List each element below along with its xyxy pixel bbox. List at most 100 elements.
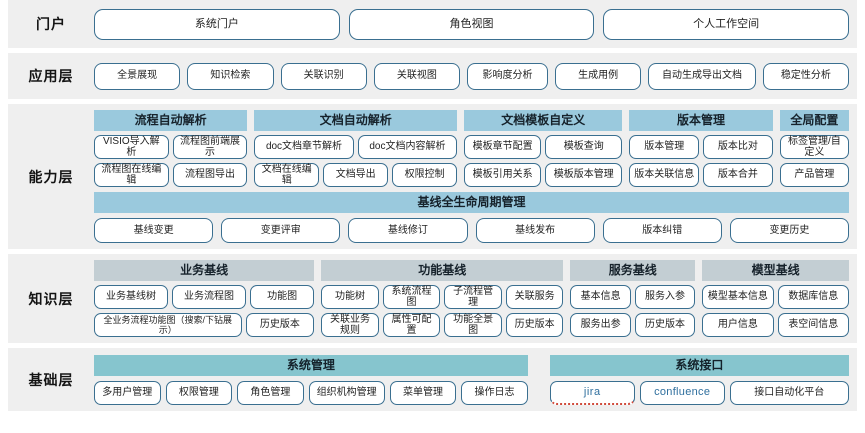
capability-item-1-1-2[interactable]: 权限控制 (392, 163, 458, 187)
knowledge-item-0-0-1[interactable]: 业务流程图 (172, 285, 247, 309)
capability-group-rows-4: 标签管理/自定义产品管理 (779, 135, 849, 187)
layer-label-knowledge: 知识层 (28, 290, 74, 307)
capability-group-header-4: 全局配置 (779, 110, 849, 131)
application-item-0[interactable]: 全景展现 (94, 62, 181, 90)
capability-item-3-1-1[interactable]: 版本合并 (703, 163, 773, 187)
knowledge-item-1-1-1[interactable]: 属性可配置 (382, 313, 441, 337)
knowledge-group-list: 业务基线业务基线树业务流程图功能图全业务流程功能图（搜索/下钻展示）历史版本功能… (94, 260, 850, 337)
foundation-item-system-management-0[interactable]: 多用户管理 (94, 380, 161, 405)
foundation-item-system-management-4[interactable]: 菜单管理 (389, 380, 457, 405)
layer-label-capability: 能力层 (28, 168, 74, 185)
capability-group-header-2: 文档模板自定义 (464, 110, 623, 131)
capability-row-2-0: 模板章节配置模板查询 (464, 135, 623, 159)
lifecycle-item-4[interactable]: 版本纠错 (602, 218, 722, 243)
layer-body-knowledge: 业务基线业务基线树业务流程图功能图全业务流程功能图（搜索/下钻展示）历史版本功能… (94, 254, 857, 343)
knowledge-item-1-0-1[interactable]: 系统流程图 (382, 285, 441, 309)
layer-knowledge: 知识层 业务基线业务基线树业务流程图功能图全业务流程功能图（搜索/下钻展示）历史… (8, 254, 857, 343)
capability-item-3-0-1[interactable]: 版本比对 (703, 135, 773, 159)
application-item-5[interactable]: 生成用例 (555, 62, 642, 90)
knowledge-group-header-0: 业务基线 (94, 260, 315, 281)
lifecycle-item-5[interactable]: 变更历史 (729, 218, 850, 243)
capability-item-0-1-0[interactable]: 流程图在线编辑 (94, 163, 169, 187)
portal-item-list: 系统门户角色视图个人工作空间 (94, 6, 850, 42)
lifecycle-item-1[interactable]: 变更评审 (221, 218, 341, 243)
capability-item-2-0-1[interactable]: 模板查询 (545, 135, 623, 159)
capability-item-1-1-0[interactable]: 文档在线编辑 (254, 163, 320, 187)
knowledge-item-2-0-0[interactable]: 基本信息 (570, 285, 631, 309)
knowledge-group-rows-1: 功能树系统流程图子流程管理关联服务关联业务规则属性可配置功能全景图历史版本 (321, 285, 564, 337)
foundation-item-system-management-2[interactable]: 角色管理 (237, 380, 304, 405)
capability-item-2-1-0[interactable]: 模板引用关系 (464, 163, 542, 187)
knowledge-group-rows-0: 业务基线树业务流程图功能图全业务流程功能图（搜索/下钻展示）历史版本 (94, 285, 315, 337)
foundation-item-jira[interactable]: jira (549, 380, 635, 405)
knowledge-row-1-0: 功能树系统流程图子流程管理关联服务 (321, 285, 564, 309)
foundation-item-system-management-5[interactable]: 操作日志 (461, 380, 528, 405)
capability-item-4-0-0[interactable]: 标签管理/自定义 (779, 135, 849, 159)
capability-item-3-0-0[interactable]: 版本管理 (629, 135, 700, 159)
capability-item-3-1-0[interactable]: 版本关联信息 (629, 163, 700, 187)
knowledge-item-3-1-1[interactable]: 表空间信息 (777, 313, 850, 337)
knowledge-item-1-0-2[interactable]: 子流程管理 (444, 285, 502, 309)
application-item-6[interactable]: 自动生成导出文档 (648, 62, 756, 90)
capability-item-1-0-1[interactable]: doc文档内容解析 (357, 135, 458, 159)
foundation-item-system-management-1[interactable]: 权限管理 (165, 380, 233, 405)
capability-row-0-1: 流程图在线编辑流程图导出 (94, 163, 248, 187)
application-item-4[interactable]: 影响度分析 (467, 62, 549, 90)
knowledge-item-1-0-0[interactable]: 功能树 (321, 285, 379, 309)
knowledge-item-3-0-1[interactable]: 数据库信息 (777, 285, 850, 309)
portal-item-2[interactable]: 个人工作空间 (603, 8, 850, 40)
lifecycle-item-2[interactable]: 基线修订 (348, 218, 468, 243)
knowledge-item-3-0-0[interactable]: 模型基本信息 (702, 285, 774, 309)
lifecycle-block: 基线全生命周期管理 基线变更变更评审基线修订基线发布版本纠错变更历史 (94, 192, 850, 243)
knowledge-item-2-1-1[interactable]: 历史版本 (634, 313, 696, 337)
knowledge-item-3-1-0[interactable]: 用户信息 (702, 313, 774, 337)
knowledge-item-1-1-2[interactable]: 功能全景图 (444, 313, 502, 337)
capability-item-1-0-0[interactable]: doc文档章节解析 (254, 135, 354, 159)
capability-row-4-0: 标签管理/自定义 (779, 135, 849, 159)
capability-item-1-1-1[interactable]: 文档导出 (323, 163, 389, 187)
capability-group-4: 全局配置标签管理/自定义产品管理 (779, 110, 849, 187)
application-item-2[interactable]: 关联识别 (280, 62, 367, 90)
knowledge-group-3: 模型基线模型基本信息数据库信息用户信息表空间信息 (702, 260, 850, 337)
foundation-item-system-management-3[interactable]: 组织机构管理 (308, 380, 385, 405)
capability-item-0-0-0[interactable]: VISIO导入解析 (94, 135, 169, 159)
application-item-3[interactable]: 关联视图 (373, 62, 461, 90)
capability-group-rows-0: VISIO导入解析流程图前端展示流程图在线编辑流程图导出 (94, 135, 248, 187)
portal-item-0[interactable]: 系统门户 (94, 8, 340, 40)
knowledge-item-2-1-0[interactable]: 服务出参 (570, 313, 631, 337)
layer-label-portal: 门户 (36, 16, 66, 32)
capability-item-4-1-0[interactable]: 产品管理 (779, 163, 849, 187)
capability-item-2-0-0[interactable]: 模板章节配置 (464, 135, 542, 159)
foundation-item-confluence[interactable]: confluence (639, 380, 725, 405)
capability-group-header-1: 文档自动解析 (254, 110, 458, 131)
foundation-item-system-interface-2[interactable]: 接口自动化平台 (729, 380, 849, 405)
application-item-7[interactable]: 稳定性分析 (762, 62, 850, 90)
lifecycle-item-3[interactable]: 基线发布 (475, 218, 595, 243)
knowledge-item-1-0-3[interactable]: 关联服务 (505, 285, 564, 309)
foundation-group-header-system-interface: 系统接口 (549, 354, 849, 376)
knowledge-item-1-1-0[interactable]: 关联业务规则 (321, 313, 379, 337)
knowledge-item-1-1-3[interactable]: 历史版本 (505, 313, 564, 337)
capability-item-0-1-1[interactable]: 流程图导出 (172, 163, 248, 187)
application-item-1[interactable]: 知识检索 (187, 62, 274, 90)
lifecycle-item-0[interactable]: 基线变更 (94, 218, 214, 243)
capability-item-2-1-1[interactable]: 模板版本管理 (545, 163, 623, 187)
knowledge-item-2-0-1[interactable]: 服务入参 (634, 285, 696, 309)
lifecycle-header: 基线全生命周期管理 (94, 192, 849, 213)
knowledge-item-0-1-0[interactable]: 全业务流程功能图（搜索/下钻展示） (94, 313, 242, 337)
knowledge-item-0-1-1[interactable]: 历史版本 (245, 313, 315, 337)
capability-row-4-1: 产品管理 (779, 163, 849, 187)
knowledge-item-0-0-2[interactable]: 功能图 (250, 285, 315, 309)
knowledge-item-0-0-0[interactable]: 业务基线树 (94, 285, 169, 309)
layer-body-application: 全景展现知识检索关联识别关联视图影响度分析生成用例自动生成导出文档稳定性分析 (94, 53, 857, 99)
portal-item-1[interactable]: 角色视图 (348, 8, 595, 40)
capability-item-0-0-1[interactable]: 流程图前端展示 (172, 135, 248, 159)
knowledge-group-0: 业务基线业务基线树业务流程图功能图全业务流程功能图（搜索/下钻展示）历史版本 (94, 260, 315, 337)
